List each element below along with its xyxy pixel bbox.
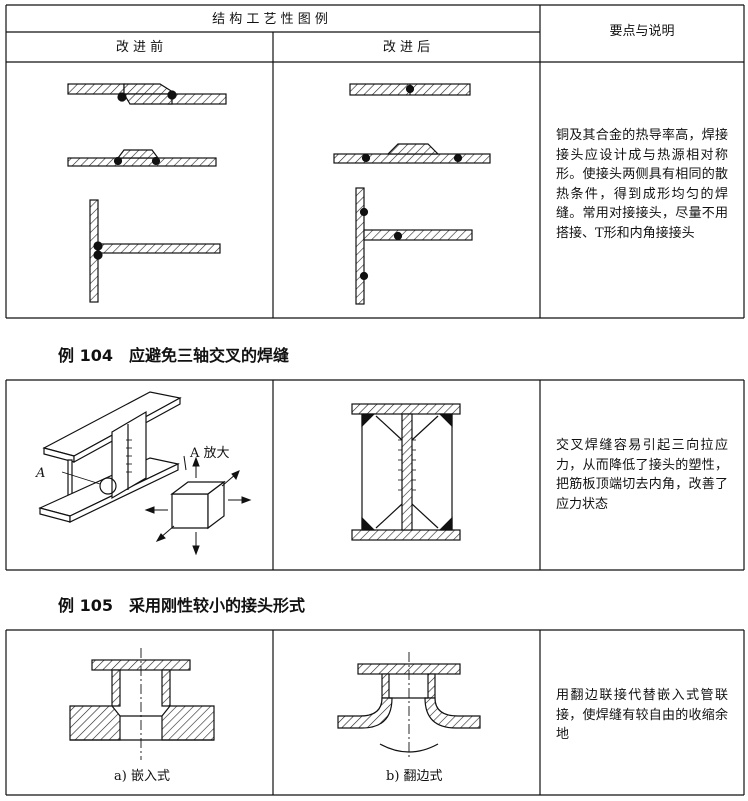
header-main: 结 构 工 艺 性 图 例 [212,12,328,27]
example-105-description: 用翻边联接代替嵌入式管联接，使焊缝有较自由的收缩余地 [556,688,728,742]
label-a-zoom: A 放大 [190,446,230,461]
caption-a: a) 嵌入式 [114,769,170,784]
table-1-description: 铜及其合金的热导率高，焊接接头应设计成与热源相对称形。使接头两侧具有相同的散热条… [556,128,728,241]
example-105-title: 例 105 采用刚性较小的接头形式 [58,596,305,615]
header-after: 改 进 后 [382,40,431,55]
example-104-title: 例 104 应避免三轴交叉的焊缝 [58,346,289,365]
header-notes: 要点与说明 [609,24,675,39]
label-a: A [36,466,46,481]
header-before: 改 进 前 [115,40,164,55]
example-104-description: 交叉焊缝容易引起三向拉应力，从而降低了接头的塑性，把筋板顶端切去内角，改善了应力… [556,438,728,512]
caption-b: b) 翻边式 [386,769,443,784]
